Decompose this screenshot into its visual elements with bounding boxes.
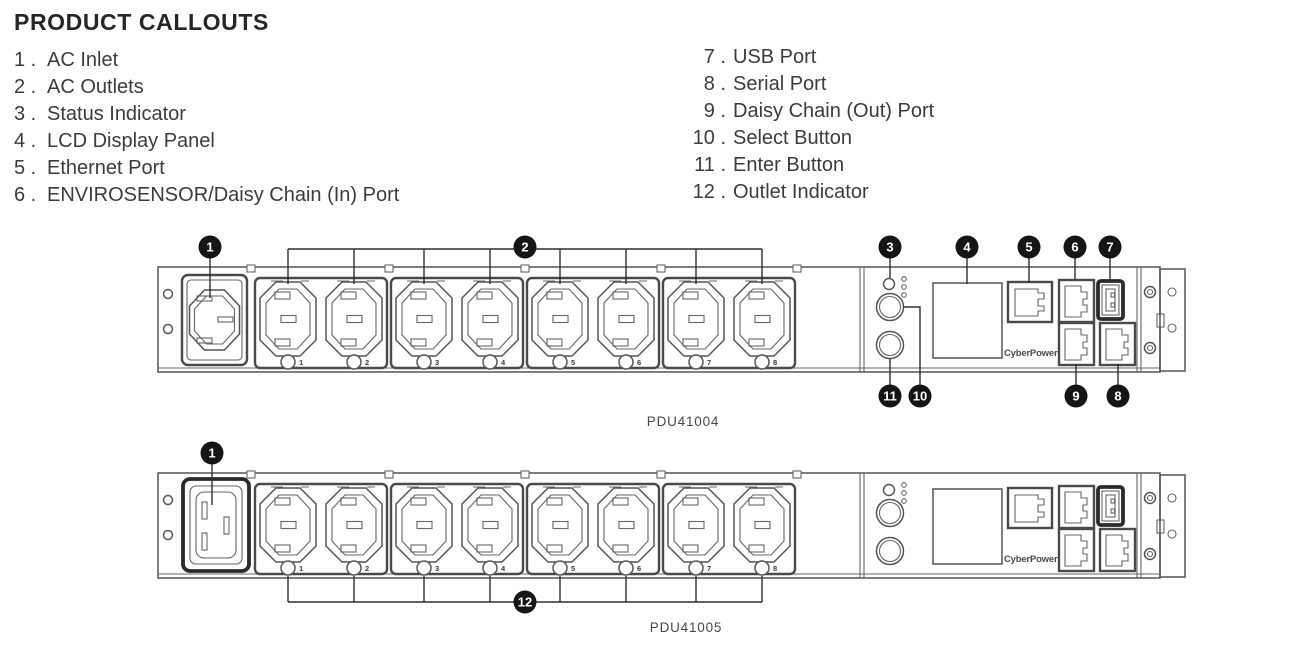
callout-number: 5 . [14, 157, 37, 179]
callout-number: 2 . [14, 76, 37, 98]
callout-item-ac-outlets: 2 . AC Outlets [14, 74, 399, 101]
callout-badge-select: 10 [903, 306, 932, 408]
callout-item-select-button: 10 . Select Button [690, 125, 934, 152]
inlet-prong [201, 501, 208, 520]
callout-badge-usb: 7 [1098, 235, 1122, 281]
outlet-number: 6 [637, 564, 641, 573]
callout-number: 8 . [703, 73, 726, 95]
brand-logo: CyberPower [1004, 348, 1058, 359]
outlet-number: 3 [435, 358, 439, 367]
callout-badge-daisy-in: 6 [1063, 235, 1087, 280]
svg-text:2: 2 [521, 240, 528, 255]
callout-label: Outlet Indicator [733, 181, 869, 203]
ac-inlet [180, 273, 249, 367]
callout-label: USB Port [733, 46, 817, 68]
callout-badge-daisy-out: 9 [1064, 364, 1088, 408]
svg-text:12: 12 [518, 595, 532, 610]
callout-badge-ac-inlet: 1 [198, 235, 222, 298]
outlet-index-numbers: 1 2 3 4 5 6 7 8 [299, 358, 777, 367]
outlet-number: 4 [501, 564, 506, 573]
outlet-number: 1 [299, 358, 303, 367]
callout-number: 12 . [692, 181, 726, 203]
svg-text:5: 5 [1025, 240, 1032, 255]
callout-badge-enter: 11 [878, 359, 902, 408]
callout-label: Serial Port [733, 73, 827, 95]
outlet-number: 5 [571, 358, 575, 367]
callout-badge-ethernet: 5 [1017, 235, 1041, 283]
svg-text:10: 10 [913, 389, 927, 404]
svg-text:7: 7 [1106, 240, 1113, 255]
inlet-prong [217, 316, 234, 323]
callout-item-outlet-indicator: 12 . Outlet Indicator [690, 179, 934, 206]
inlet-prong [201, 532, 208, 551]
callout-number: 10 . [692, 127, 726, 149]
outlet-index-numbers: 1 2 3 4 5 6 7 8 [299, 564, 777, 573]
callout-item-ac-inlet: 1 . AC Inlet [14, 47, 399, 74]
callout-number: 1 . [14, 49, 37, 71]
page-title: PRODUCT CALLOUTS [14, 9, 269, 35]
outlet-number: 4 [501, 358, 506, 367]
callout-label: Ethernet Port [47, 157, 165, 179]
svg-text:6: 6 [1071, 240, 1078, 255]
callout-badge-ac-outlets: 2 [287, 235, 763, 284]
svg-text:3: 3 [886, 240, 893, 255]
inlet-prong [223, 516, 230, 535]
svg-text:9: 9 [1072, 389, 1079, 404]
outlet-number: 7 [707, 358, 711, 367]
callout-badge-serial: 8 [1106, 364, 1130, 408]
pdu41004-diagram: 1 2 3 4 5 6 7 8 CyberPower 1 2 3 4 5 6 [0, 235, 1294, 429]
callout-item-status-indicator: 3 . Status Indicator [14, 101, 399, 128]
model-label: PDU41005 [650, 620, 722, 635]
svg-text:1: 1 [206, 240, 213, 255]
callout-item-lcd-display: 4 . LCD Display Panel [14, 128, 399, 155]
callout-badge-ac-inlet: 1 [200, 441, 224, 505]
callout-list-right: 7 . USB Port 8 . Serial Port 9 . Daisy Chai… [690, 44, 935, 206]
outlet-number: 2 [365, 358, 369, 367]
brand-logo: CyberPower [1004, 554, 1058, 565]
svg-text:1: 1 [208, 446, 215, 461]
svg-text:4: 4 [963, 240, 971, 255]
callout-label: Enter Button [733, 154, 845, 176]
svg-text:8: 8 [1114, 389, 1121, 404]
callout-number: 11 . [694, 154, 726, 176]
model-label: PDU41004 [647, 414, 719, 429]
outlet-number: 6 [637, 358, 641, 367]
callout-label: Status Indicator [47, 103, 186, 125]
callout-label: LCD Display Panel [47, 130, 215, 152]
callout-label: AC Inlet [47, 49, 119, 71]
callout-item-enter-button: 11 . Enter Button [690, 152, 934, 179]
callout-item-usb-port: 7 . USB Port [690, 44, 934, 71]
outlet-number: 3 [435, 564, 439, 573]
callout-label: ENVIROSENSOR/Daisy Chain (In) Port [47, 184, 400, 206]
inlet-prong [196, 295, 213, 302]
svg-text:11: 11 [883, 389, 897, 404]
callout-item-envirosensor-port: 6 . ENVIROSENSOR/Daisy Chain (In) Port [14, 182, 399, 209]
pdu41005-diagram: 1 2 3 4 5 6 7 8 CyberPower 1 12 PDU41005 [0, 441, 1294, 635]
outlet-number: 8 [773, 564, 777, 573]
ac-inlet [181, 477, 251, 573]
callout-label: Select Button [733, 127, 852, 149]
outlet-number: 8 [773, 358, 777, 367]
callout-list-left: 1 . AC Inlet 2 . AC Outlets 3 . Status Indi… [14, 47, 399, 209]
callout-label: Daisy Chain (Out) Port [733, 100, 935, 122]
callout-badge-lcd: 4 [955, 235, 979, 284]
callout-label: AC Outlets [47, 76, 144, 98]
callout-item-daisy-chain-out-port: 9 . Daisy Chain (Out) Port [690, 98, 934, 125]
callout-number: 6 . [14, 184, 37, 206]
outlet-number: 7 [707, 564, 711, 573]
callout-badge-status-indicator: 3 [878, 235, 902, 278]
callout-number: 7 . [703, 46, 726, 68]
callout-item-serial-port: 8 . Serial Port [690, 71, 934, 98]
outlet-number: 2 [365, 564, 369, 573]
outlet-number: 1 [299, 564, 303, 573]
leader-line [903, 306, 921, 385]
outlet-number: 5 [571, 564, 575, 573]
callout-number: 4 . [14, 130, 37, 152]
inlet-prong [196, 337, 213, 344]
callout-number: 9 . [703, 100, 726, 122]
callout-item-ethernet-port: 5 . Ethernet Port [14, 155, 399, 182]
callout-badge-outlet-indicator: 12 [287, 576, 763, 614]
callout-number: 3 . [14, 103, 37, 125]
